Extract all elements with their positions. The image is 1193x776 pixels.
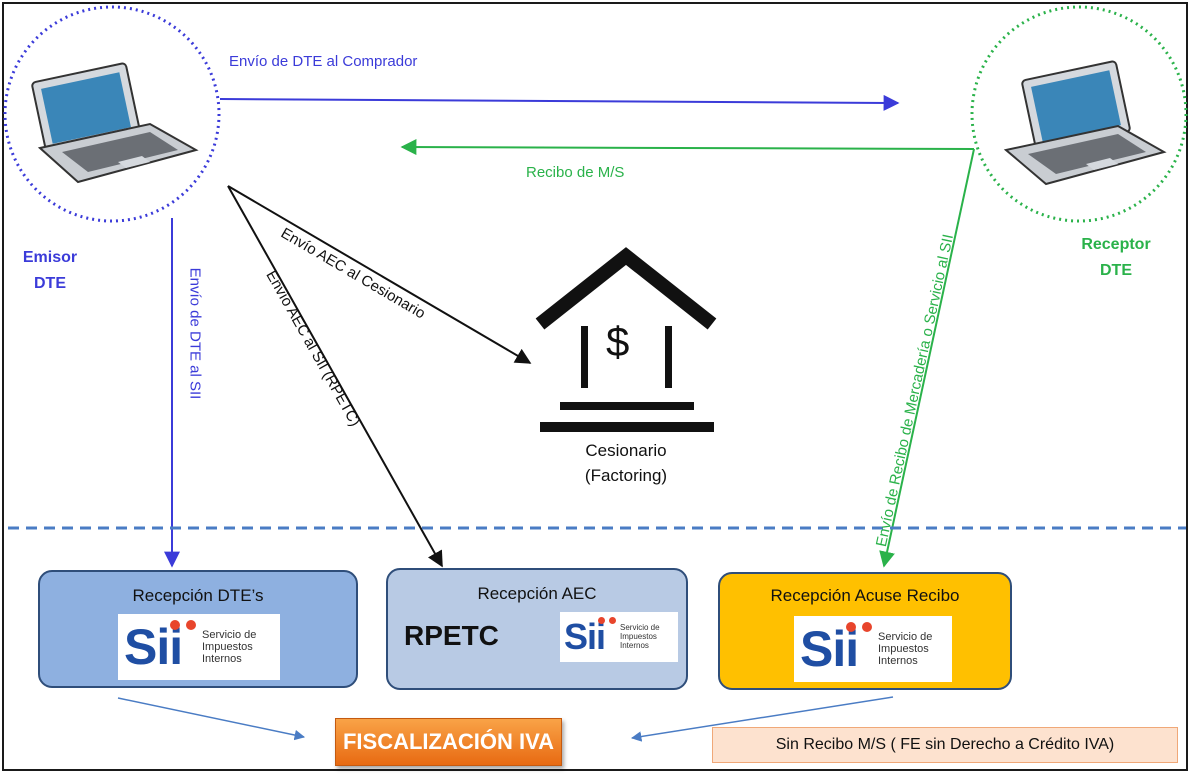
sii-logo-line1: Servicio de	[878, 631, 933, 643]
arrow-recibo-ms	[400, 139, 975, 156]
sii-logo-line3: Internos	[878, 655, 918, 667]
emisor-label: Emisor DTE	[20, 245, 80, 297]
recepcion-acuse-box: Recepción Acuse Recibo Sii Servicio de I…	[718, 572, 1012, 690]
arrow-dte-to-fiscalizacion	[117, 697, 306, 741]
emisor-label-line2: DTE	[34, 275, 66, 292]
sii-logo-text: Servicio de Impuestos Internos	[878, 631, 932, 667]
sii-logo-line1: Servicio de	[620, 623, 660, 632]
sii-logo-line1: Servicio de	[202, 629, 257, 641]
bank-icon	[535, 247, 717, 432]
arrow-envio-aec-cesionario	[227, 185, 532, 364]
sii-logo-dot	[598, 617, 605, 624]
sii-logo: Sii Servicio de Impuestos Internos	[560, 612, 678, 662]
dollar-sign: $	[606, 318, 630, 365]
sii-logo-line3: Internos	[620, 641, 649, 650]
receptor-label-line1: Receptor	[1081, 236, 1151, 253]
cesionario-label-line2: (Factoring)	[584, 466, 668, 485]
fiscalizacion-iva-box: FISCALIZACIÓN IVA	[335, 718, 562, 766]
sii-logo: Sii Servicio de Impuestos Internos	[118, 614, 280, 680]
label-recibo-ms: Recibo de M/S	[526, 164, 625, 181]
label-envio-dte-sii: Envío de DTE al SII	[186, 267, 204, 400]
sii-logo-text: Servicio de Impuestos Internos	[620, 623, 660, 650]
label-envio-comprador: Envío de DTE al Comprador	[229, 53, 418, 70]
sii-logo-dot	[186, 620, 196, 630]
recepcion-dte-box: Recepción DTE’s Sii Servicio de Impuesto…	[38, 570, 358, 688]
receptor-label: Receptor DTE	[1078, 232, 1154, 284]
sin-recibo-box: Sin Recibo M/S ( FE sin Derecho a Crédit…	[712, 727, 1178, 763]
sii-logo-dot	[170, 620, 180, 630]
arrow-envio-comprador	[219, 94, 900, 111]
sii-logo-line2: Impuestos	[202, 641, 253, 653]
recepcion-aec-box: Recepción AEC Sii Servicio de Impuestos …	[386, 568, 688, 690]
arrow-envio-aec-sii	[227, 185, 443, 568]
sii-logo-dot	[862, 622, 872, 632]
arrow-envio-recibo-sii	[879, 148, 975, 568]
sii-logo-text: Servicio de Impuestos Internos	[202, 629, 256, 665]
arrow-acuse-to-fiscalizacion	[630, 696, 894, 742]
sii-logo-dot	[846, 622, 856, 632]
sii-logo-line2: Impuestos	[620, 632, 657, 641]
cesionario-label: Cesionario (Factoring)	[556, 438, 696, 488]
cesionario-label-line1: Cesionario	[585, 441, 667, 460]
rpetc-label: RPETC	[404, 620, 499, 651]
emisor-computer-icon	[3, 5, 221, 223]
receptor-computer-icon	[970, 5, 1188, 223]
sii-logo: Sii Servicio de Impuestos Internos	[794, 616, 952, 682]
sii-logo-dot	[609, 617, 616, 624]
emisor-label-line1: Emisor	[22, 249, 78, 266]
sii-logo-line2: Impuestos	[878, 643, 929, 655]
receptor-label-line2: DTE	[1100, 262, 1132, 279]
recepcion-dte-title: Recepción DTE’s	[132, 586, 264, 605]
recepcion-acuse-title: Recepción Acuse Recibo	[770, 586, 960, 605]
sii-logo-line3: Internos	[202, 653, 242, 665]
recepcion-aec-title: Recepción AEC	[477, 584, 597, 603]
